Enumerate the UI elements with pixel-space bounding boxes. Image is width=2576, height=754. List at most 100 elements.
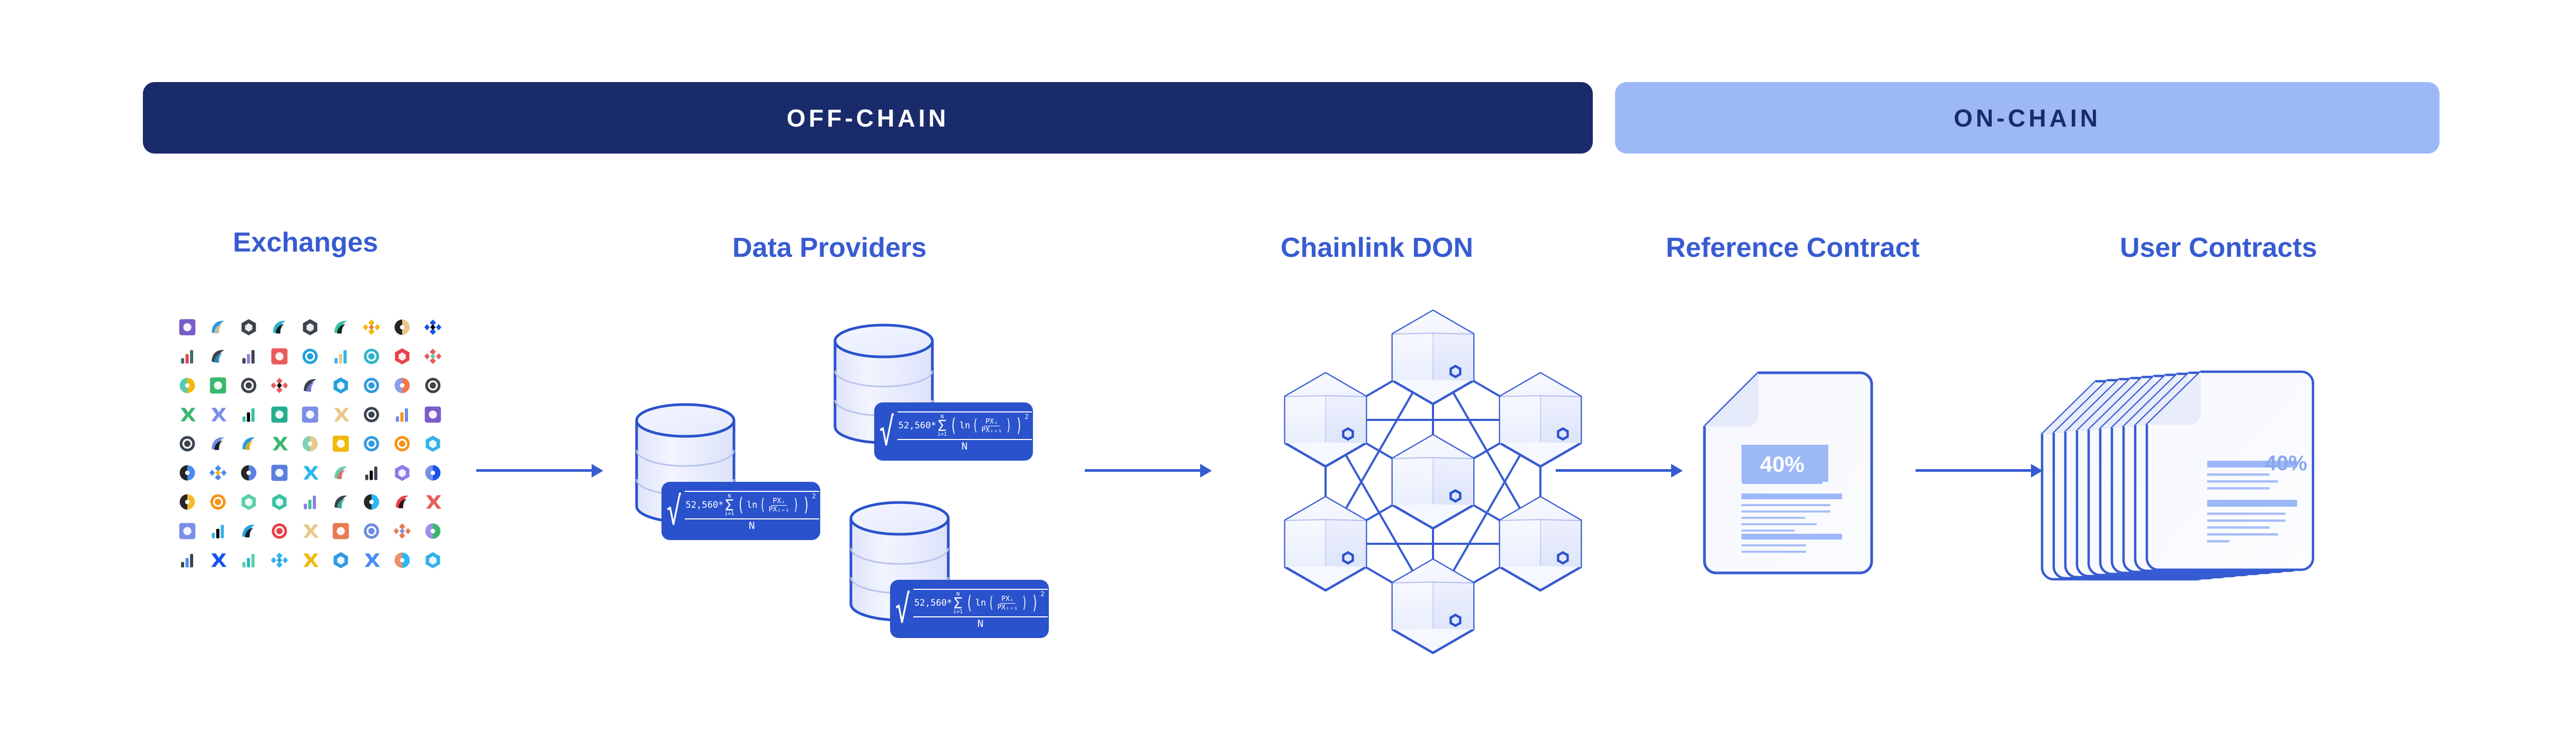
gate-io-icon	[302, 436, 318, 451]
exchange-logo-cell	[172, 516, 203, 545]
bitkub-icon	[241, 493, 256, 510]
exchange-logo-cell	[264, 342, 295, 371]
arrow-exchanges-to-providers	[476, 460, 603, 481]
formula-numerator: 52,560* N Σ i=1 ( ln ( PXᵢ PXᵢ₌₁ ) )	[913, 590, 1048, 618]
exchange-logo-cell	[387, 429, 418, 458]
cube-top-face	[1392, 311, 1474, 334]
exchange-logo-cell	[203, 312, 233, 342]
exchange-logo-cell	[233, 371, 264, 400]
hitbtc-icon	[302, 406, 319, 423]
catex-icon	[242, 553, 255, 568]
cube-right-face	[1433, 582, 1474, 630]
cube-left-face	[1285, 519, 1326, 567]
cube-edge	[1500, 519, 1581, 521]
binance-icon	[179, 319, 196, 335]
cube-right-face	[1433, 333, 1474, 381]
bithumb-global-icon	[334, 349, 347, 364]
arrow-reference-to-user	[1916, 460, 2043, 481]
text-line	[1741, 510, 1830, 513]
arrow-head	[2031, 464, 2043, 478]
okcoin-icon	[271, 523, 287, 538]
text-line	[1741, 544, 1806, 546]
deribit-icon	[364, 348, 379, 364]
exchange-logo-cell	[172, 429, 203, 458]
exchange-logo-cell	[233, 516, 264, 545]
tidex-icon	[211, 407, 227, 421]
exchange-logo-cell	[233, 487, 264, 516]
user-contracts-percent-value: 40%	[2265, 452, 2308, 475]
cube-right-face	[1433, 457, 1474, 505]
poloniex-icon	[179, 378, 195, 393]
exchange-logo-cell	[172, 400, 203, 429]
chainlink-hexagon-icon	[1557, 551, 1569, 565]
coinegg-icon	[209, 465, 227, 480]
summation-upper-limit: N	[940, 414, 944, 420]
cube-left-face	[1392, 582, 1433, 630]
exchange-logo-cell	[233, 312, 264, 342]
hotbit-icon	[241, 465, 257, 480]
exchange-logo-cell	[264, 312, 295, 342]
exchange-logo-cell	[264, 516, 295, 545]
bigone-icon	[332, 435, 349, 452]
exchange-logo-cell	[295, 487, 325, 516]
bitmax-icon	[242, 437, 255, 450]
lbank-icon	[394, 319, 410, 335]
cube-left-face	[1285, 396, 1326, 443]
don-node	[1284, 496, 1367, 592]
text-line	[2207, 513, 2285, 515]
volatility-formula: √ 52,560* N Σ i=1 ( ln ( PXᵢ PXᵢ₌₁	[891, 586, 1048, 631]
cube-top-face	[1285, 497, 1366, 520]
user-contracts-percent-value-wrap: 40%	[2265, 452, 2307, 475]
formula-fraction: 52,560* N Σ i=1 ( ln ( PXᵢ PXᵢ₌₁ ) )	[897, 411, 1032, 452]
exchange-logo-cell	[325, 312, 356, 342]
formula-denominator: N	[961, 441, 968, 453]
whale-icon	[181, 553, 194, 568]
fatbtc-icon	[394, 552, 410, 568]
section-header-bar	[2207, 500, 2297, 507]
cube-right-face	[1540, 396, 1581, 443]
exchange-logo-cell	[203, 342, 233, 371]
bitbox-icon	[271, 464, 288, 481]
exchange-logo-cell	[418, 371, 448, 400]
exchange-logo-cell	[203, 516, 233, 545]
text-line	[2207, 487, 2270, 490]
text-line	[2207, 519, 2285, 522]
exchange-logo-cell	[356, 516, 387, 545]
cube-right-face	[1540, 519, 1581, 567]
exchange-logo-cell	[356, 312, 387, 342]
section-header-bar	[2207, 461, 2297, 468]
formula-coefficient: 52,560*	[685, 499, 724, 510]
cube-top-face	[1392, 435, 1474, 459]
exmo-icon	[210, 494, 226, 509]
zbg-icon	[334, 466, 347, 479]
hanbitco-icon	[270, 552, 288, 568]
chainlink-hexagon-icon	[1449, 364, 1462, 379]
price-ratio: PXᵢ PXᵢ₌₁	[980, 418, 1004, 434]
exchange-logo-cell	[172, 371, 203, 400]
bitbns-icon	[426, 495, 442, 509]
banner-off-chain-label: OFF-CHAIN	[786, 104, 949, 132]
kraken-icon	[180, 407, 196, 421]
price-ratio: PXᵢ PXᵢ₌₁	[767, 498, 791, 513]
summation-upper-limit: N	[956, 591, 960, 597]
reference-contract-percent-badge: 40%	[1742, 445, 1822, 484]
exchange-logo-cell	[418, 400, 448, 429]
exchange-logo-cell	[418, 545, 448, 575]
exchange-logo-cell	[295, 429, 325, 458]
liquid-icon	[424, 348, 442, 364]
coinfield-icon	[304, 495, 316, 509]
paren-close-outer: )	[1015, 415, 1022, 437]
dobi-icon	[365, 553, 380, 567]
radical-sign: √	[895, 586, 911, 631]
exchange-logo-cell	[325, 429, 356, 458]
binance-dex-icon	[394, 378, 410, 393]
price-current: PXᵢ	[1000, 596, 1015, 604]
arrow-shaft	[1556, 469, 1672, 472]
natural-log: ln	[975, 597, 986, 608]
paren-open-outer: (	[950, 415, 957, 437]
arrow-shaft	[1916, 469, 2032, 472]
exchange-logo-cell	[264, 458, 295, 487]
exchange-logo-cell	[418, 458, 448, 487]
price-current: PXᵢ	[984, 418, 1000, 426]
exchange-logo-cell	[295, 516, 325, 545]
